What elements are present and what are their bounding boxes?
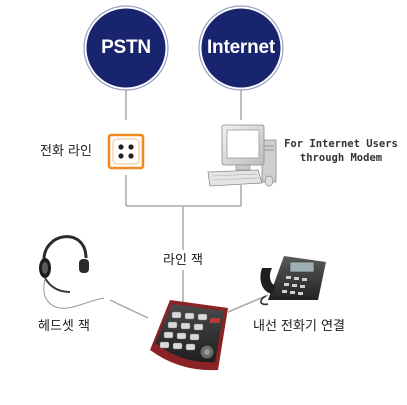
- modem-note-line1: For Internet Users: [284, 138, 398, 150]
- phone-line-label: 전화 라인: [40, 144, 92, 159]
- extension-phone-label: 내선 전화기 연결: [253, 319, 345, 334]
- headset-to-device-line: [109, 299, 149, 319]
- keypad-device-icon: [150, 300, 228, 371]
- phone-jack-icon: [107, 133, 145, 170]
- headset-jack-label: 헤드셋 잭: [38, 319, 90, 334]
- modem-note-line2: through Modem: [299, 152, 383, 164]
- modem-note: For Internet Users through Modem: [279, 137, 403, 165]
- pstn-label: PSTN: [101, 37, 151, 58]
- internet-network-circle: [198, 5, 284, 91]
- internet-label: Internet: [206, 37, 276, 58]
- headset-icon: [39, 235, 105, 309]
- desktop-computer-icon: [207, 124, 277, 187]
- connector-lines: [109, 88, 269, 319]
- phone-to-device-line: [227, 294, 269, 313]
- desk-phone-icon: [260, 256, 326, 306]
- pstn-network-circle: [83, 5, 169, 91]
- line-jack-label: 라인 잭: [163, 253, 204, 268]
